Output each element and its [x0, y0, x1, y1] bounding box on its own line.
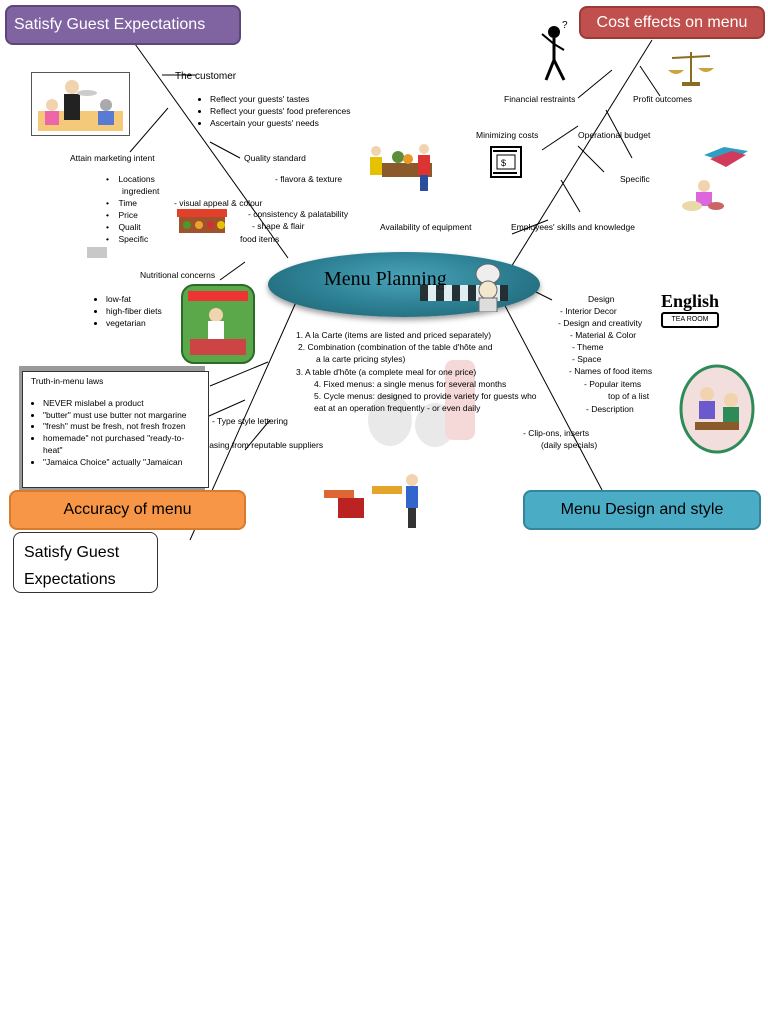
market-vendors-icon [362, 137, 437, 198]
list-item: NEVER mislabel a product [43, 398, 200, 410]
marketing-heading: Attain marketing intent [70, 153, 155, 163]
category-cost-effects: Cost effects on menu [579, 6, 765, 39]
menu-type-line: 3. A table d'hôte (a complete meal for o… [296, 366, 477, 377]
customer-heading: The customer [175, 71, 237, 82]
list-item: Reflect your guests' tastes [210, 93, 351, 105]
sign-word: English [661, 291, 720, 311]
english-tea-room-sign: English TEA ROOM [661, 292, 719, 328]
truth-list: NEVER mislabel a product "butter" must u… [31, 398, 200, 469]
list-item: ingredient [122, 186, 160, 196]
waiter-serving-icon [31, 72, 130, 136]
quality-item: food items [240, 234, 280, 244]
quality-item: - shape & flair [252, 221, 305, 231]
menu-type-line: a la carte pricing styles) [316, 354, 406, 365]
chef-icon [470, 262, 506, 317]
category-design-style: Menu Design and style [523, 490, 761, 530]
list-item: "Jamaica Choice" actually "Jamaican [43, 457, 200, 469]
branch-line [507, 39, 653, 273]
diners-oval-icon [679, 364, 755, 459]
branch-line [501, 299, 603, 491]
category-label: Satisfy Guest Expectations [14, 16, 206, 33]
design-line: top of a list [608, 391, 650, 401]
quality-item: - consistency & palatability [248, 209, 349, 219]
category-label: Menu Design and style [560, 501, 724, 518]
design-line: - Names of food items [569, 366, 653, 376]
quality-item: - flavora & texture [275, 174, 343, 184]
chef-watermark-image [350, 330, 490, 450]
butcher-shop-icon [180, 283, 256, 370]
fruit-stand-icon [173, 205, 231, 244]
small-box-label: Satisfy Guest Expectations [24, 544, 120, 588]
list-item: "butter" must use butter not margarine [43, 410, 200, 422]
svg-text:?: ? [562, 20, 568, 31]
central-title: Menu Planning [324, 268, 447, 290]
employees-label: Employees' skills and knowledge [511, 222, 635, 232]
menu-type-line: 5. Cycle menus: designed to provide vari… [314, 391, 537, 402]
minimizing-costs: Minimizing costs [476, 130, 539, 140]
clipons-label: - Clip-ons, inserts [523, 428, 590, 438]
menu-type-line: 4. Fixed menus: a single menus for sever… [314, 378, 507, 389]
nutrition-list: low-fat high-fiber diets vegetarian [88, 293, 162, 329]
category-label: Cost effects on menu [596, 13, 748, 31]
design-line: - Material & Color [570, 330, 637, 340]
menu-type-line: eat at an operation frequently - or even… [314, 403, 481, 414]
equipment-label: Availability of equipment [380, 222, 472, 232]
list-item: Qualit [118, 222, 141, 232]
quality-item: - visual appeal & colour [174, 198, 263, 208]
menu-type-line: 2. Combination (combination of the table… [298, 342, 493, 353]
list-item: Specific [118, 234, 149, 244]
list-item: "fresh" must be fresh, not fresh frozen [43, 421, 200, 433]
baker-icon [680, 178, 728, 219]
nutrition-heading: Nutritional concerns [140, 270, 216, 280]
specific-label: Specific [620, 174, 650, 184]
customer-list: Reflect your guests' tastes Reflect your… [192, 93, 351, 129]
gray-block [87, 247, 107, 258]
financial-restraints: Financial restraints [504, 94, 576, 104]
category-satisfy-guest: Satisfy Guest Expectations [5, 5, 241, 45]
design-line: - Popular items [584, 379, 642, 389]
marketing-list: • Locations ingredient • Time • Price • … [106, 174, 160, 244]
branch-line [134, 43, 289, 259]
design-line: Design [588, 294, 615, 304]
list-item: low-fat [106, 293, 162, 305]
profit-outcomes: Profit outcomes [633, 94, 693, 104]
list-item: Time [118, 198, 138, 208]
design-line: - Design and creativity [558, 318, 643, 328]
truth-heading: Truth-in-menu laws [31, 376, 104, 386]
sign-sub: TEA ROOM [661, 312, 719, 328]
design-line: - Interior Decor [560, 306, 617, 316]
design-line: - Theme [572, 342, 604, 352]
list-item: Price [118, 210, 138, 220]
vendor-stalls-icon [322, 470, 426, 535]
list-item: Locations [118, 174, 155, 184]
purchasing-label: Purchasing from reputable suppliers [187, 440, 324, 450]
menu-types-list: 1. A la Carte (items are listed and pric… [296, 329, 537, 414]
daily-specials-label: (daily specials) [541, 440, 598, 450]
list-item: homemade" not purchased "ready-to-heat" [43, 433, 200, 457]
quality-heading: Quality standard [244, 153, 306, 163]
thinking-person-icon: ? [536, 20, 576, 87]
design-line: - Description [586, 404, 634, 414]
list-item: Reflect your guests' food preferences [210, 105, 351, 117]
design-line: - Space [572, 354, 602, 364]
category-accuracy: Accuracy of menu [9, 490, 246, 530]
svg-text:$: $ [501, 158, 506, 168]
category-label: Accuracy of menu [63, 501, 192, 518]
menu-type-line: 1. A la Carte (items are listed and pric… [296, 330, 492, 340]
money-flow-icon: $ [489, 145, 523, 184]
list-item: vegetarian [106, 317, 162, 329]
operational-budget: Operational budget [578, 130, 651, 140]
list-item: Ascertain your guests' needs [210, 117, 351, 129]
typestyle-label: - Type style lettering [212, 416, 288, 426]
open-book-icon [702, 141, 750, 174]
truth-in-menu-box: Truth-in-menu laws NEVER mislabel a prod… [22, 371, 209, 488]
satisfy-guest-small-box: Satisfy Guest Expectations [13, 532, 158, 593]
list-item: high-fiber diets [106, 305, 162, 317]
balance-scale-icon [666, 48, 716, 93]
